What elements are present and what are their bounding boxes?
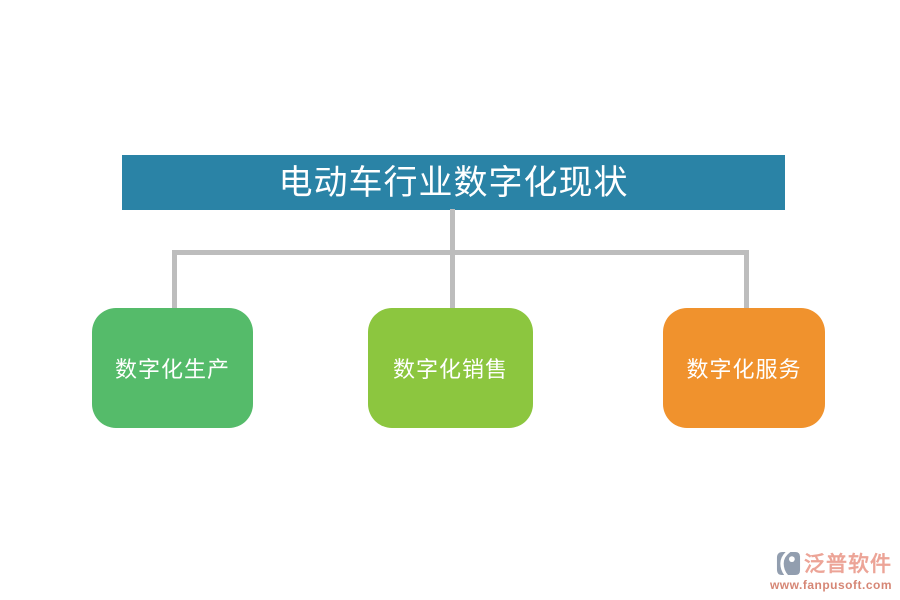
node-digital-production-label: 数字化生产 [114,357,230,382]
node-digital-sales-label: 数字化销售 [392,357,508,382]
fanpu-logo-icon [776,551,801,576]
watermark-url: www.fanpusoft.com [769,578,892,592]
diagram-title: 电动车行业数字化现状 [278,163,629,202]
watermark-brand-row: 泛普软件 [776,548,892,578]
node-digital-production: 数字化生产 [92,308,253,428]
connector-center-vertical [450,209,455,310]
connector-horizontal [172,250,749,255]
diagram-title-node: 电动车行业数字化现状 [122,155,785,210]
connector-right-vertical [744,250,749,310]
watermark-brand-text: 泛普软件 [804,553,892,576]
connector-left-vertical [172,250,177,310]
node-digital-sales: 数字化销售 [368,308,533,428]
watermark: 泛普软件 www.fanpusoft.com [770,548,892,592]
node-digital-service: 数字化服务 [663,308,825,428]
node-digital-service-label: 数字化服务 [686,357,802,382]
